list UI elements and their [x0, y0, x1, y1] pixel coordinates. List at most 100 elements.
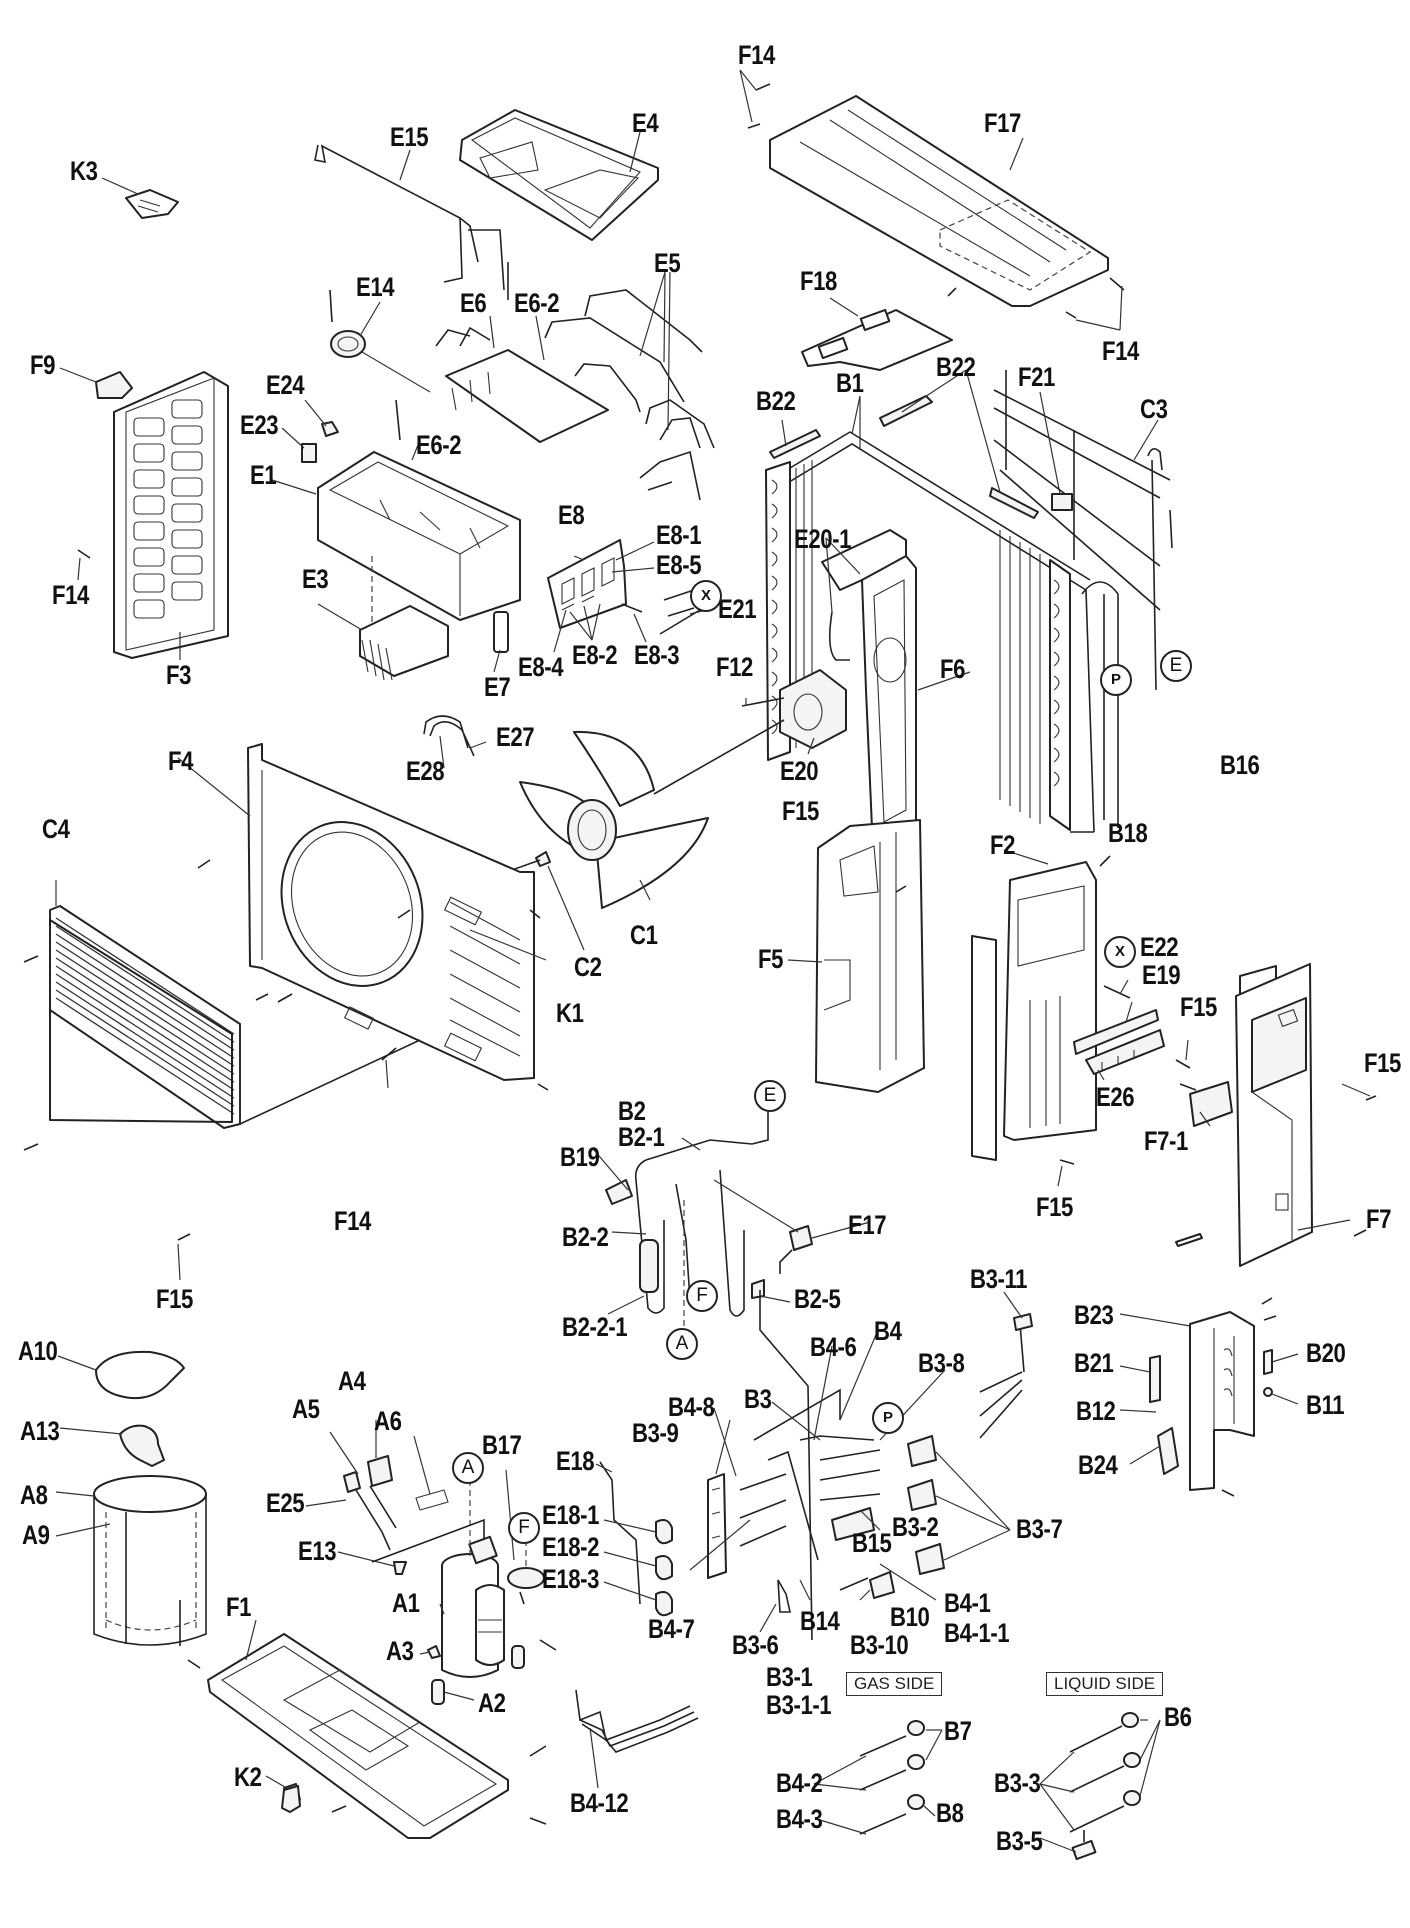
- label-E26: E26: [1096, 1082, 1135, 1112]
- label-A13: A13: [20, 1416, 60, 1446]
- label-A6: A6: [374, 1406, 402, 1436]
- label-F14-bottom: F14: [334, 1206, 371, 1236]
- part-b7-b8-flare-nuts: [813, 1720, 943, 1835]
- connector-marker-p-right: P: [1100, 664, 1132, 696]
- label-B3-8: B3-8: [918, 1348, 965, 1378]
- label-B19: B19: [560, 1142, 600, 1172]
- label-A10: A10: [18, 1336, 58, 1366]
- label-B4-3: B4-3: [776, 1804, 823, 1834]
- label-B22-left: B22: [756, 386, 796, 416]
- part-f2-side-panel: [971, 849, 1197, 1187]
- part-f17-top-panel: [739, 69, 1125, 331]
- label-E27: E27: [496, 722, 535, 752]
- label-E23: E23: [240, 410, 279, 440]
- connector-marker-e-right: E: [1160, 650, 1192, 682]
- label-C3: C3: [1140, 394, 1168, 424]
- part-a8-compressor-jacket: [55, 1350, 207, 1646]
- label-B2-5: B2-5: [794, 1284, 841, 1314]
- label-E28: E28: [406, 756, 445, 786]
- label-E6-2-upper: E6-2: [514, 288, 560, 318]
- label-B10: B10: [890, 1602, 930, 1632]
- label-B4-1: B4-1: [944, 1588, 991, 1618]
- label-B18: B18: [1108, 818, 1148, 848]
- label-A1: A1: [392, 1588, 420, 1618]
- label-B22-right: B22: [936, 352, 976, 382]
- label-A9: A9: [22, 1520, 50, 1550]
- label-E24: E24: [266, 370, 305, 400]
- label-B4-1-1: B4-1-1: [944, 1618, 1010, 1648]
- label-B3-2: B3-2: [892, 1512, 939, 1542]
- label-E14: E14: [356, 272, 395, 302]
- part-f18-bracket: [801, 287, 957, 371]
- part-e3-heatsink: [317, 556, 449, 681]
- label-E18-1: E18-1: [542, 1500, 600, 1530]
- label-B4-8: B4-8: [668, 1392, 715, 1422]
- label-B8: B8: [936, 1798, 964, 1828]
- part-e14-reactor: [329, 289, 431, 393]
- label-E18: E18: [556, 1446, 595, 1476]
- connector-marker-f-mid: F: [686, 1280, 718, 1312]
- label-E19: E19: [1142, 960, 1181, 990]
- label-B2: B2: [618, 1096, 646, 1126]
- label-E3: E3: [302, 564, 329, 594]
- label-F21: F21: [1018, 362, 1055, 392]
- label-B7: B7: [944, 1716, 972, 1746]
- part-e6-board: [435, 262, 609, 443]
- label-B6: B6: [1164, 1702, 1192, 1732]
- part-e8-terminal: [547, 539, 707, 653]
- label-E20-1: E20-1: [794, 524, 852, 554]
- part-e21-screws: [659, 609, 701, 635]
- label-B3-1: B3-1: [766, 1662, 813, 1692]
- label-E20: E20: [780, 756, 819, 786]
- part-b23-valve-bracket: [1119, 1297, 1299, 1497]
- label-B1: B1: [836, 368, 864, 398]
- label-B12: B12: [1076, 1396, 1116, 1426]
- label-F15-left: F15: [156, 1284, 193, 1314]
- label-B2-1: B2-1: [618, 1122, 665, 1152]
- part-f1-base-pan: [187, 1619, 547, 1839]
- part-e27-wires: [423, 715, 487, 769]
- label-F18: F18: [800, 266, 837, 296]
- part-b2-pipe-assembly: [593, 1112, 871, 1330]
- label-E8-4: E8-4: [518, 652, 564, 682]
- label-E21: E21: [718, 594, 757, 624]
- label-E4: E4: [632, 108, 659, 138]
- connector-marker-p-lower: P: [872, 1402, 904, 1434]
- part-f6-motor-mount: [821, 529, 971, 841]
- label-B3-11: B3-11: [970, 1264, 1028, 1294]
- label-E15: E15: [390, 122, 429, 152]
- label-F6: F6: [940, 654, 966, 684]
- label-F14-top: F14: [738, 40, 775, 70]
- label-B3-1-1: B3-1-1: [766, 1690, 832, 1720]
- label-F5: F5: [758, 944, 784, 974]
- label-B4-6: B4-6: [810, 1332, 857, 1362]
- label-C4: C4: [42, 814, 70, 844]
- label-E8-2: E8-2: [572, 640, 618, 670]
- label-F15-bottomright: F15: [1036, 1192, 1073, 1222]
- part-e7-sensor: [493, 611, 509, 673]
- label-B21: B21: [1074, 1348, 1114, 1378]
- label-F17: F17: [984, 108, 1021, 138]
- label-B14: B14: [800, 1606, 840, 1636]
- label-B24: B24: [1078, 1450, 1118, 1480]
- part-a4-terminal-cover: [305, 1420, 449, 1575]
- part-c3-wire-guard: [993, 370, 1173, 691]
- connector-marker-a-mid: A: [666, 1328, 698, 1360]
- label-B4: B4: [874, 1316, 902, 1346]
- label-B3-3: B3-3: [994, 1768, 1041, 1798]
- label-F7: F7: [1366, 1204, 1392, 1234]
- part-e20-fan-motor: [741, 669, 847, 755]
- connector-marker-a-lower: A: [452, 1452, 484, 1484]
- label-E8-1: E8-1: [656, 520, 702, 550]
- label-F2: F2: [990, 830, 1016, 860]
- label-K3: K3: [70, 156, 98, 186]
- liquid-side-caption: LIQUID SIDE: [1046, 1672, 1164, 1696]
- label-E25: E25: [266, 1488, 305, 1518]
- part-f7-cover: [1175, 963, 1377, 1267]
- connector-marker-x-upper: X: [690, 580, 722, 612]
- label-F9: F9: [30, 350, 56, 380]
- label-B23: B23: [1074, 1300, 1114, 1330]
- label-A8: A8: [20, 1480, 48, 1510]
